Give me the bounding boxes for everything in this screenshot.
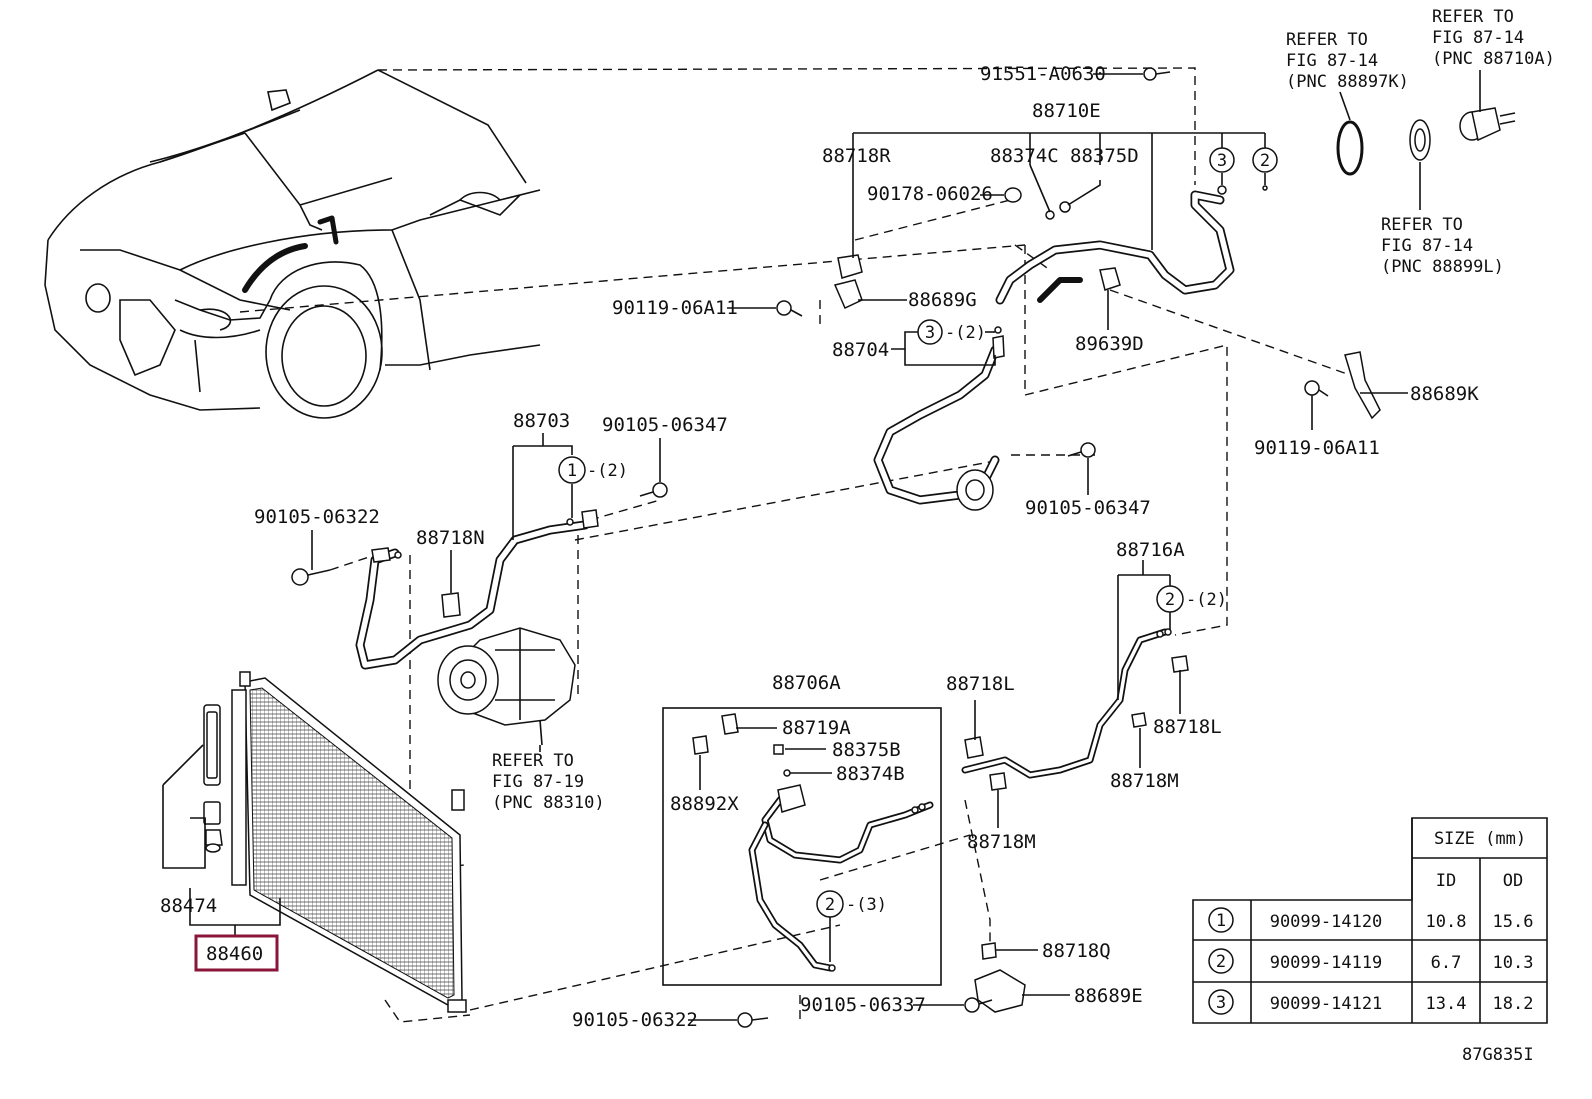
callout-90105-06322-bottom[interactable]: 90105-06322	[572, 1009, 698, 1031]
size-table-col-id: ID	[1436, 871, 1456, 891]
part-callouts: 91551-A0630 88710E 88718R 88374C 88375D …	[160, 63, 1479, 1031]
callout-90105-06347-mid[interactable]: 90105-06347	[1025, 497, 1151, 519]
circle-mark-2-88706a: 2	[816, 890, 844, 918]
callout-88460-highlighted[interactable]: 88460	[194, 934, 279, 972]
hoses	[355, 190, 1235, 972]
svg-text:13.4: 13.4	[1426, 994, 1467, 1014]
callout-90119-06a11-right[interactable]: 90119-06A11	[1254, 437, 1380, 459]
callout-88706a[interactable]: 88706A	[772, 672, 841, 694]
svg-text:90099-14119: 90099-14119	[1270, 953, 1383, 973]
callout-88719a[interactable]: 88719A	[782, 717, 851, 739]
callout-88474[interactable]: 88474	[160, 895, 217, 917]
qty-note-88706a: -(3)	[846, 895, 887, 915]
svg-text:6.7: 6.7	[1431, 953, 1462, 973]
circle-mark-2-top: 2	[1252, 147, 1278, 173]
callout-89639d[interactable]: 89639D	[1075, 333, 1144, 355]
circle-mark-1-88703: 1	[558, 456, 586, 484]
svg-text:1: 1	[1216, 911, 1226, 931]
svg-text:(PNC 88310): (PNC 88310)	[492, 793, 605, 813]
circle-marks: 3 2 3 1 2 2	[558, 147, 1278, 918]
callout-88374b[interactable]: 88374B	[836, 763, 905, 785]
qty-note-88703: -(2)	[587, 461, 628, 481]
vehicle-outline	[44, 69, 541, 419]
svg-text:10.8: 10.8	[1426, 912, 1467, 932]
qty-note-88704: -(2)	[945, 323, 986, 343]
callout-88718r[interactable]: 88718R	[822, 145, 891, 167]
callout-88374c[interactable]: 88374C	[990, 145, 1059, 167]
size-table: SIZE (mm) ID OD 1 90099-14120 10.8 15.6 …	[1192, 817, 1548, 1024]
callout-88460[interactable]: 88460	[206, 943, 263, 965]
qty-note-88716a: -(2)	[1186, 590, 1227, 610]
size-table-title: SIZE (mm)	[1434, 829, 1526, 849]
callout-88375d[interactable]: 88375D	[1070, 145, 1139, 167]
svg-text:3: 3	[1217, 151, 1227, 171]
size-table-col-od: OD	[1503, 871, 1523, 891]
callout-90119-06a11-left[interactable]: 90119-06A11	[612, 297, 738, 319]
svg-text:FIG 87-14: FIG 87-14	[1286, 51, 1378, 71]
size-table-row: 1 90099-14120 10.8 15.6	[1208, 907, 1534, 933]
callout-88710e[interactable]: 88710E	[1032, 100, 1101, 122]
callout-88718m-left[interactable]: 88718M	[967, 831, 1036, 853]
svg-text:REFER TO: REFER TO	[1286, 30, 1368, 50]
svg-text:90099-14120: 90099-14120	[1270, 912, 1383, 932]
callout-90178-06026[interactable]: 90178-06026	[867, 183, 993, 205]
size-table-row: 3 90099-14121 13.4 18.2	[1208, 989, 1534, 1015]
svg-text:2: 2	[1216, 952, 1226, 972]
88706a-kit-box	[662, 707, 942, 986]
size-table-row: 2 90099-14119 6.7 10.3	[1208, 948, 1534, 974]
svg-text:18.2: 18.2	[1493, 994, 1534, 1014]
circle-mark-3-top: 3	[1209, 147, 1235, 173]
callout-90105-06322-left[interactable]: 90105-06322	[254, 506, 380, 528]
svg-text:15.6: 15.6	[1493, 912, 1534, 932]
svg-text:(PNC 88897K): (PNC 88897K)	[1286, 72, 1409, 92]
callout-90105-06337[interactable]: 90105-06337	[800, 994, 926, 1016]
callout-leaders	[162, 70, 1481, 1021]
callout-88718l-right[interactable]: 88718L	[1153, 716, 1222, 738]
callout-91551-a0630[interactable]: 91551-A0630	[980, 63, 1106, 85]
svg-text:(PNC 88899L): (PNC 88899L)	[1381, 257, 1504, 277]
quantity-notes: -(2) -(2) -(2) -(3)	[587, 323, 1227, 915]
circle-mark-3-88704: 3	[917, 319, 943, 345]
callout-88892x[interactable]: 88892X	[670, 793, 739, 815]
svg-text:3: 3	[1216, 993, 1226, 1013]
callout-90105-06347-top[interactable]: 90105-06347	[602, 414, 728, 436]
svg-text:REFER TO: REFER TO	[492, 751, 574, 771]
svg-text:2: 2	[825, 895, 835, 915]
refer-note-88310[interactable]: REFER TO FIG 87-19 (PNC 88310)	[492, 751, 605, 813]
svg-text:1: 1	[567, 461, 577, 481]
refer-note-88899l[interactable]: REFER TO FIG 87-14 (PNC 88899L)	[1381, 215, 1504, 277]
callout-88718q[interactable]: 88718Q	[1042, 940, 1111, 962]
refer-note-88710a[interactable]: REFER TO FIG 87-14 (PNC 88710A)	[1432, 7, 1555, 69]
compressor	[437, 627, 576, 746]
refer-note-88897k[interactable]: REFER TO FIG 87-14 (PNC 88897K)	[1286, 30, 1409, 92]
figure-id: 87G835I	[1462, 1045, 1534, 1065]
callout-88375b[interactable]: 88375B	[832, 739, 901, 761]
fasteners	[291, 67, 1516, 1028]
callout-88718m-right[interactable]: 88718M	[1110, 770, 1179, 792]
callout-88716a[interactable]: 88716A	[1116, 539, 1185, 561]
callout-88718l-left[interactable]: 88718L	[946, 673, 1015, 695]
svg-text:3: 3	[925, 323, 935, 343]
svg-text:FIG 87-19: FIG 87-19	[492, 772, 584, 792]
callout-88689g[interactable]: 88689G	[908, 289, 977, 311]
svg-text:(PNC 88710A): (PNC 88710A)	[1432, 49, 1555, 69]
callout-88718n[interactable]: 88718N	[416, 527, 485, 549]
condenser	[203, 671, 467, 1013]
callout-88689e[interactable]: 88689E	[1074, 985, 1143, 1007]
svg-text:90099-14121: 90099-14121	[1270, 994, 1383, 1014]
svg-text:REFER TO: REFER TO	[1381, 215, 1463, 235]
callout-88704[interactable]: 88704	[832, 339, 889, 361]
svg-text:2: 2	[1260, 151, 1270, 171]
circle-mark-2-88716a: 2	[1156, 585, 1184, 613]
svg-text:FIG 87-14: FIG 87-14	[1381, 236, 1473, 256]
svg-text:FIG 87-14: FIG 87-14	[1432, 28, 1524, 48]
svg-text:REFER TO: REFER TO	[1432, 7, 1514, 27]
callout-88689k[interactable]: 88689K	[1410, 383, 1479, 405]
callout-88703[interactable]: 88703	[513, 410, 570, 432]
svg-text:10.3: 10.3	[1493, 953, 1534, 973]
dashed-leaders	[239, 67, 1351, 1023]
svg-text:2: 2	[1165, 590, 1175, 610]
